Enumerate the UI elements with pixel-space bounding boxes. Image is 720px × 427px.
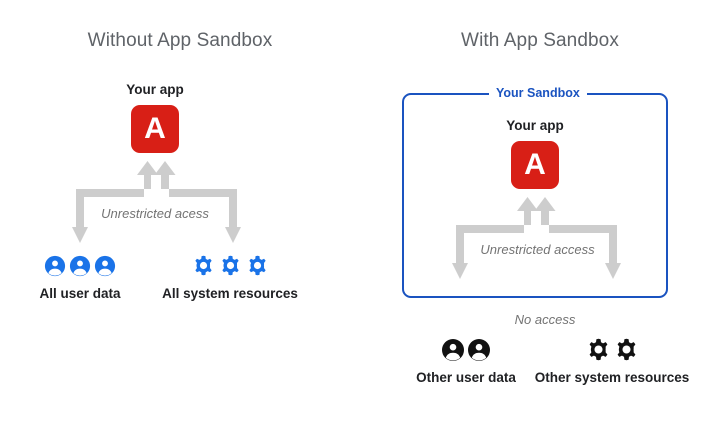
left-system-resources-label: All system resources bbox=[162, 286, 298, 301]
left-your-app-label: Your app bbox=[126, 82, 184, 97]
person-icon bbox=[69, 255, 91, 277]
sandbox-label: Your Sandbox bbox=[489, 85, 587, 102]
right-app-glyph: A bbox=[524, 148, 546, 181]
left-access-arrows bbox=[72, 161, 241, 243]
gear-icon bbox=[221, 255, 239, 276]
gear-icon bbox=[194, 255, 212, 276]
left-user-data-label: All user data bbox=[39, 286, 121, 301]
person-icon bbox=[94, 255, 116, 277]
right-system-icons bbox=[583, 338, 641, 361]
right-system-resources-label: Other system resources bbox=[534, 370, 690, 385]
right-app-tile: A bbox=[511, 141, 559, 189]
right-panel-heading: With App Sandbox bbox=[461, 30, 619, 51]
left-panel-heading: Without App Sandbox bbox=[87, 30, 273, 51]
right-access-arrows bbox=[452, 197, 621, 279]
left-access-caption: Unrestricted acess bbox=[101, 206, 209, 221]
person-icon bbox=[468, 339, 490, 361]
right-user-data-label: Other user data bbox=[416, 370, 516, 385]
left-app-tile: A bbox=[131, 105, 179, 153]
left-system-icons bbox=[190, 255, 270, 276]
right-your-app-label: Your app bbox=[506, 118, 564, 133]
left-app-glyph: A bbox=[144, 112, 166, 145]
gear-icon bbox=[589, 338, 607, 361]
left-user-icons bbox=[40, 255, 120, 277]
no-access-caption: No access bbox=[514, 312, 576, 327]
gear-icon bbox=[617, 338, 635, 361]
person-icon bbox=[44, 255, 66, 277]
right-access-caption: Unrestricted access bbox=[480, 242, 595, 257]
person-icon bbox=[442, 339, 464, 361]
gear-icon bbox=[248, 255, 266, 276]
right-user-icons bbox=[437, 338, 495, 362]
